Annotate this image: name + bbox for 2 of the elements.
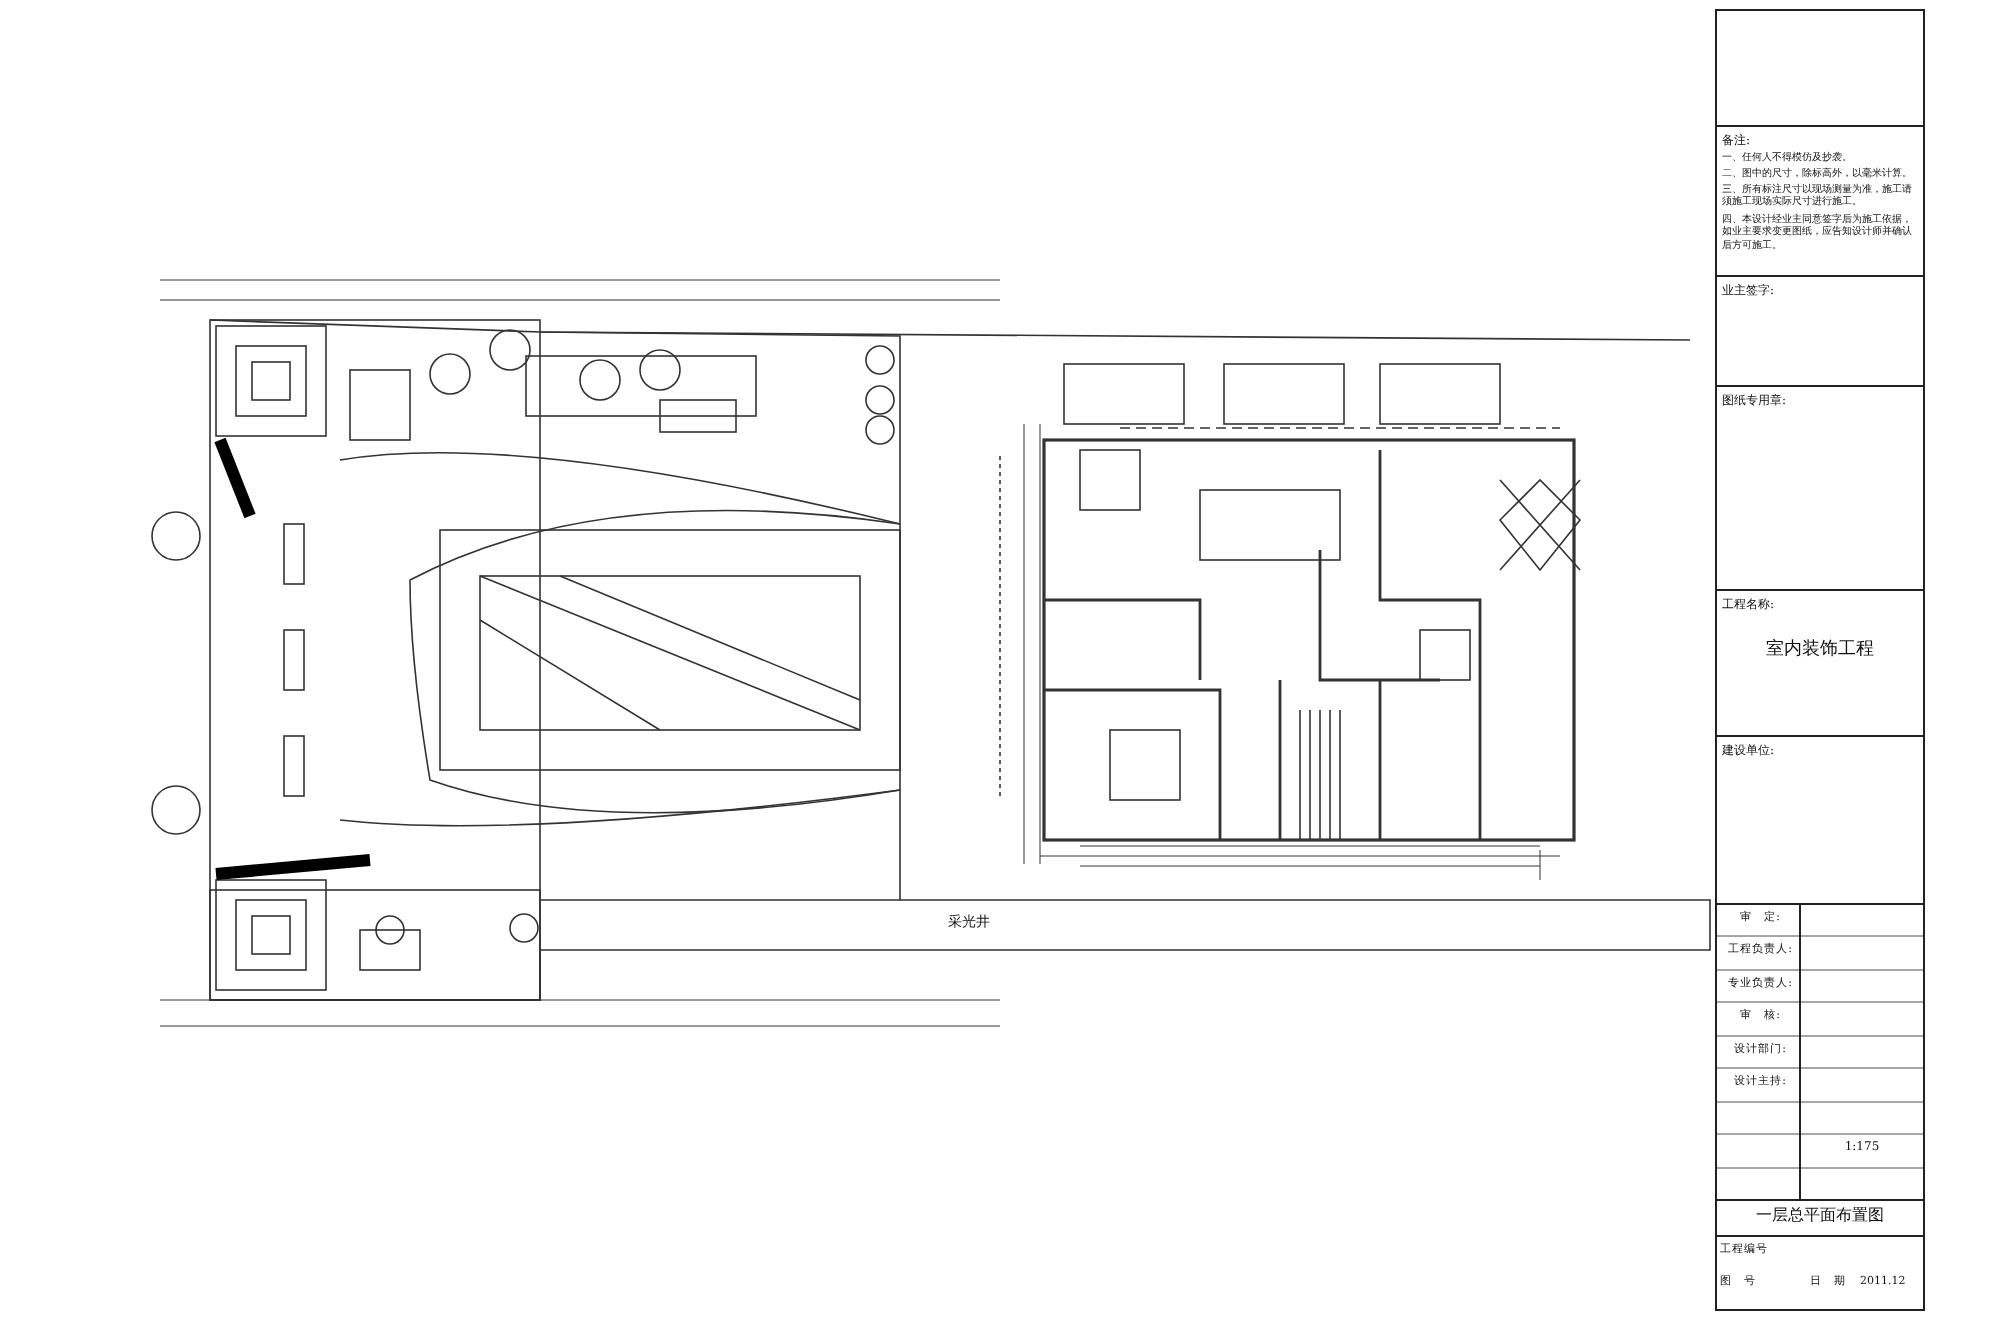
project-name: 室内装饰工程 xyxy=(1764,640,1876,663)
drawing-title: 一层总平面布置图 xyxy=(1754,1206,1886,1226)
